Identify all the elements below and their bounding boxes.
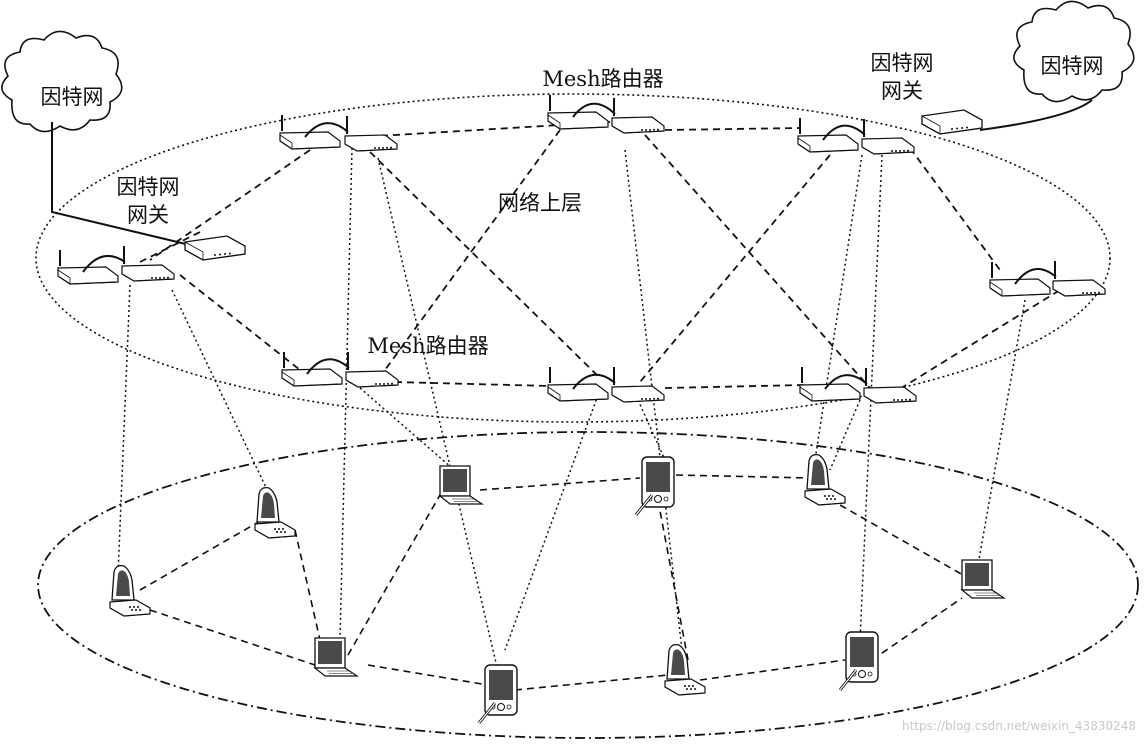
laptop-icon [439,465,483,505]
internet-cloud-right: 因特网 [1013,0,1135,103]
gateway-right-label-line2: 网关 [881,79,923,103]
mesh-router-pair-top-right [797,117,915,155]
pda-icon [838,630,880,692]
pda-icon [477,663,519,725]
pda-icon [634,455,676,517]
laptop-icon [314,637,358,677]
laptop-icon [961,559,1005,599]
watermark: https://blog.csdn.net/weixin_43830248 [902,719,1136,733]
internet-cloud-left: 因特网 [1,30,123,133]
wired-link-left [51,122,191,246]
flip-phone-icon [254,486,296,539]
client-links [139,474,964,691]
flip-phone-icon [664,643,706,696]
gateway-device-right [921,109,983,135]
mesh-router-label-top: Mesh路由器 [542,67,663,91]
gateway-device-left [184,235,246,261]
gateway-left-label-line2: 网关 [127,203,169,227]
access-links [117,147,1026,681]
mesh-router-pair-right [989,260,1106,297]
lower-layer-boundary [37,431,1139,739]
mesh-router-pair-left [57,245,175,285]
flip-phone-icon [804,453,846,506]
internet-cloud-right-label: 因特网 [1041,54,1104,78]
internet-cloud-left-label: 因特网 [41,85,104,109]
upper-layer-label: 网络上层 [498,191,582,215]
mesh-router-pair-top-center [547,94,665,134]
mesh-router-label-mid: Mesh路由器 [367,334,488,358]
gateway-right-label-line1: 因特网 [871,51,934,75]
mesh-router-pair-mid-right [799,366,917,404]
flip-phone-icon [109,564,151,617]
gateway-left-label-line1: 因特网 [117,175,180,199]
mesh-backbone-links [139,121,1061,396]
mesh-router-pair-mid-center [547,366,665,403]
wired-link-right [979,99,1093,131]
mesh-router-pair-mid-left [281,351,399,388]
mesh-router-pair-top-left [279,114,398,152]
upper-layer-boundary [35,93,1111,423]
